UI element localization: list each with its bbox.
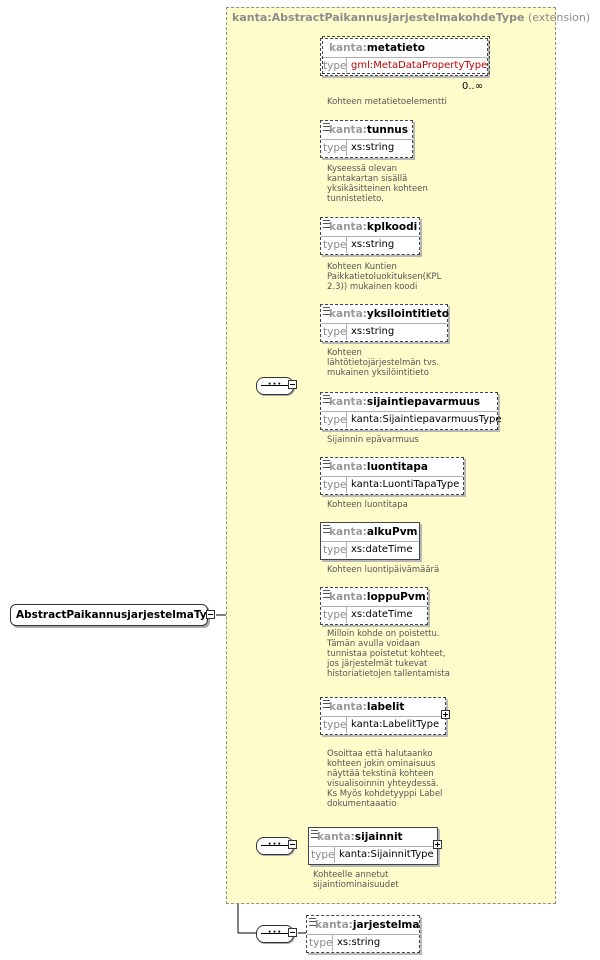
documentation-icon (309, 918, 316, 926)
cardinality-label: 0..∞ (462, 81, 484, 92)
documentation-icon (323, 220, 330, 228)
documentation-icon (311, 830, 318, 838)
expand-labelit-icon[interactable] (441, 710, 450, 719)
doc-alkuPvm: Kohteen luontipäivämäärä (327, 565, 440, 575)
doc-loppuPvm: Milloin kohde on poistettu.Tämän avulla … (327, 629, 450, 679)
collapse-root-icon[interactable] (206, 610, 215, 619)
element-metatieto-stack (322, 36, 490, 74)
root-type-node[interactable]: AbstractPaikannusjarjestelmaTy... (10, 604, 208, 626)
collapse-sequence-1-icon[interactable] (288, 380, 297, 389)
documentation-icon (323, 307, 330, 315)
collapse-sequence-2-icon[interactable] (288, 840, 297, 849)
collapse-sequence-3-icon[interactable] (288, 928, 297, 937)
doc-sijaintiepavarmuus: Sijainnin epävarmuus (327, 435, 419, 445)
doc-metatieto: Kohteen metatietoelementti (327, 97, 447, 107)
documentation-icon (323, 590, 330, 598)
sequence-compositor-1[interactable]: ··· (256, 377, 294, 395)
documentation-icon (323, 123, 330, 131)
documentation-icon (323, 460, 330, 468)
expand-sijainnit-icon[interactable] (433, 840, 442, 849)
documentation-icon (323, 700, 330, 708)
documentation-icon (323, 395, 330, 403)
doc-luontitapa: Kohteen luontitapa (327, 500, 408, 510)
extension-title: kanta:AbstractPaikannusjarjestelmakohdeT… (232, 11, 591, 24)
documentation-icon (323, 525, 330, 533)
sequence-compositor-2[interactable]: ··· (256, 837, 294, 855)
